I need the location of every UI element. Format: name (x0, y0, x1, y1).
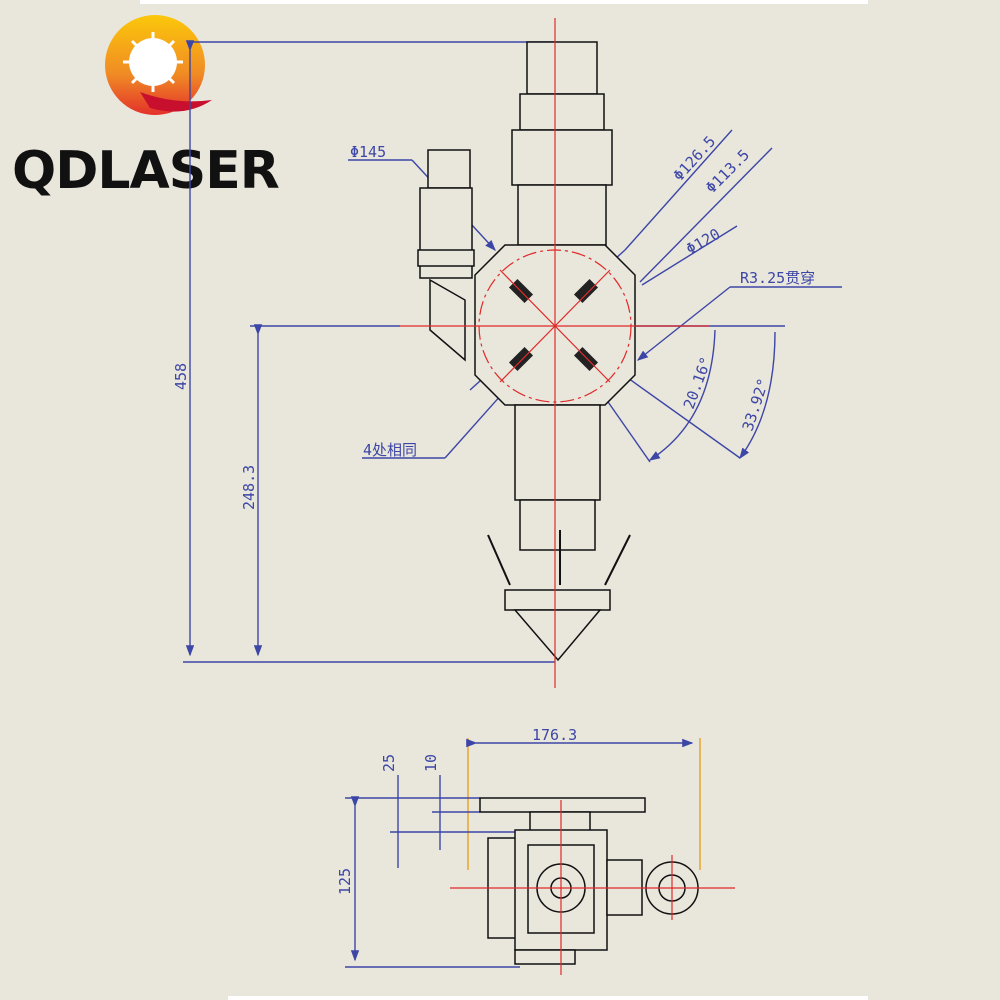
logo-text: QDLASER (12, 141, 279, 201)
dim-offset-2: 10 (422, 754, 440, 772)
dim-angle-1: 20.16° (680, 354, 715, 411)
dim-offset-1: 25 (380, 754, 398, 772)
bottom-strip (228, 996, 868, 1000)
dim-total-height: 458 (172, 363, 190, 390)
qdlaser-logo: QDLASER (12, 15, 280, 201)
dim-depth: 125 (336, 868, 354, 895)
dim-repeat-note: 4处相同 (363, 441, 417, 459)
top-view-dimensions: 176.3 125 25 10 (336, 726, 701, 968)
dim-center-height: 248.3 (240, 465, 258, 510)
dim-flange-diameter: Φ145 (350, 143, 386, 161)
dim-width: 176.3 (532, 726, 577, 744)
dim-hole-note: R3.25贯穿 (740, 269, 815, 287)
dim-diameter-3: Φ120 (683, 225, 723, 259)
dim-angle-2: 33.92° (739, 376, 773, 433)
laser-head-top-view (450, 797, 735, 975)
laser-head-front-view (400, 18, 710, 688)
top-strip (140, 0, 868, 4)
